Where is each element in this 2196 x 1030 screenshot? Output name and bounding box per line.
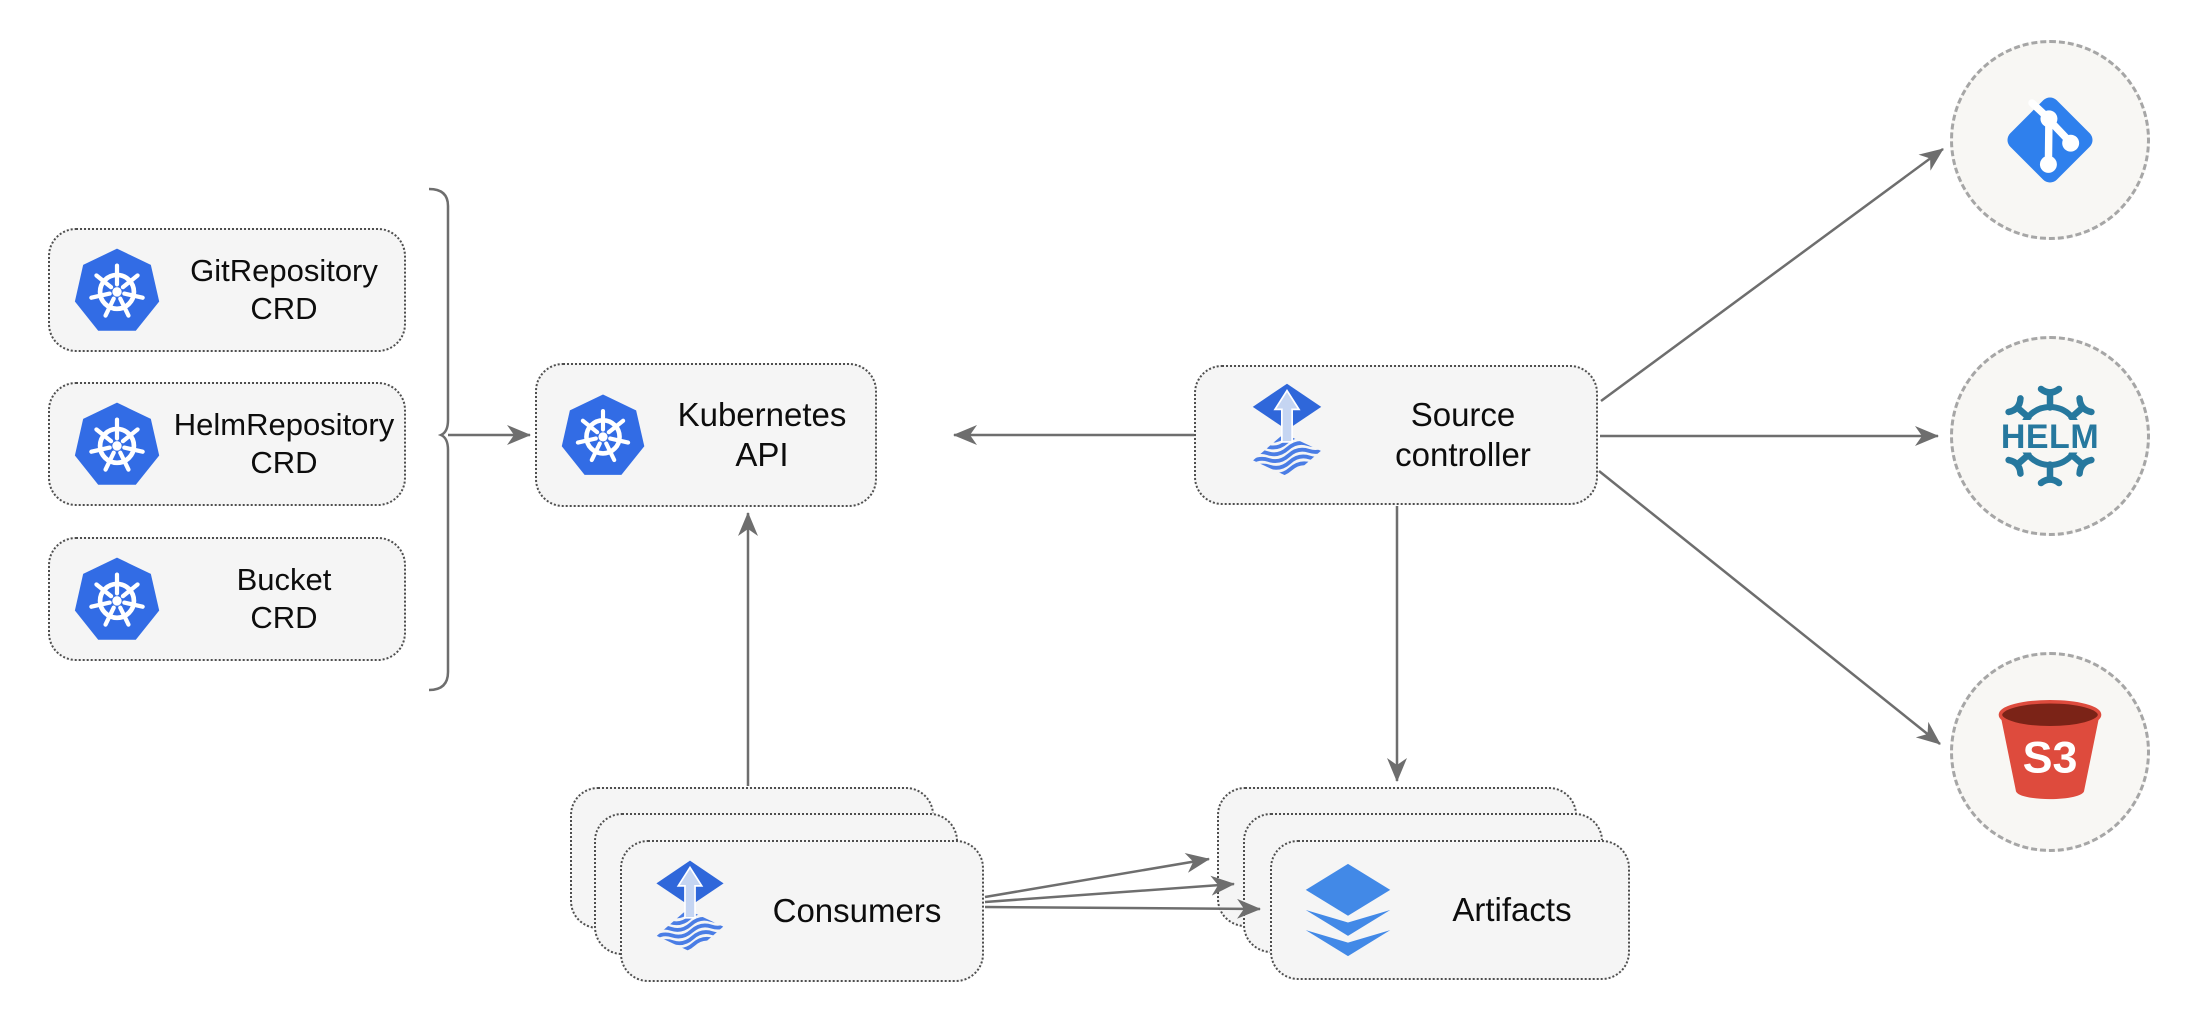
s3-bucket-icon: S3 — [1991, 698, 2109, 807]
node-label: Source controller — [1395, 395, 1531, 473]
kubernetes-icon — [70, 397, 164, 491]
edge-source-controller-to-s3 — [1598, 470, 1941, 745]
flux-icon — [648, 859, 732, 964]
layers-icon — [1300, 860, 1396, 960]
helm-icon: HELM — [1988, 379, 2112, 493]
kubernetes-icon — [70, 243, 164, 337]
git-icon — [1997, 87, 2103, 193]
node-git-remote — [1950, 40, 2150, 240]
node-helm-remote: HELM — [1950, 336, 2150, 536]
node-artifacts: Artifacts — [1270, 840, 1630, 980]
kubernetes-icon — [557, 389, 649, 481]
svg-text:HELM: HELM — [2001, 418, 2099, 456]
node-kubernetes-api: Kubernetes API — [535, 363, 877, 507]
edge-consumers-to-artifacts-2 — [984, 875, 1235, 904]
crd-group-bracket — [428, 187, 450, 692]
node-source-controller: Source controller — [1194, 365, 1598, 505]
flux-icon — [1244, 382, 1330, 489]
kubernetes-icon — [70, 552, 164, 646]
svg-text:S3: S3 — [2023, 731, 2078, 782]
edge-source-controller-to-git — [1600, 147, 1944, 403]
node-helmrepository-crd: HelmRepository CRD — [48, 382, 406, 506]
node-label: HelmRepository CRD — [173, 407, 395, 480]
node-consumers: Consumers — [620, 840, 984, 982]
node-bucket-crd: Bucket CRD — [48, 537, 406, 661]
node-label: Consumers — [772, 891, 942, 929]
node-gitrepository-crd: GitRepository CRD — [48, 228, 406, 352]
node-label: Kubernetes API — [677, 395, 847, 473]
node-label: GitRepository CRD — [190, 253, 378, 326]
node-label: Artifacts — [1452, 890, 1572, 928]
edge-consumers-to-artifacts-1 — [984, 852, 1210, 899]
node-s3-remote: S3 — [1950, 652, 2150, 852]
node-label: Bucket CRD — [236, 562, 332, 635]
